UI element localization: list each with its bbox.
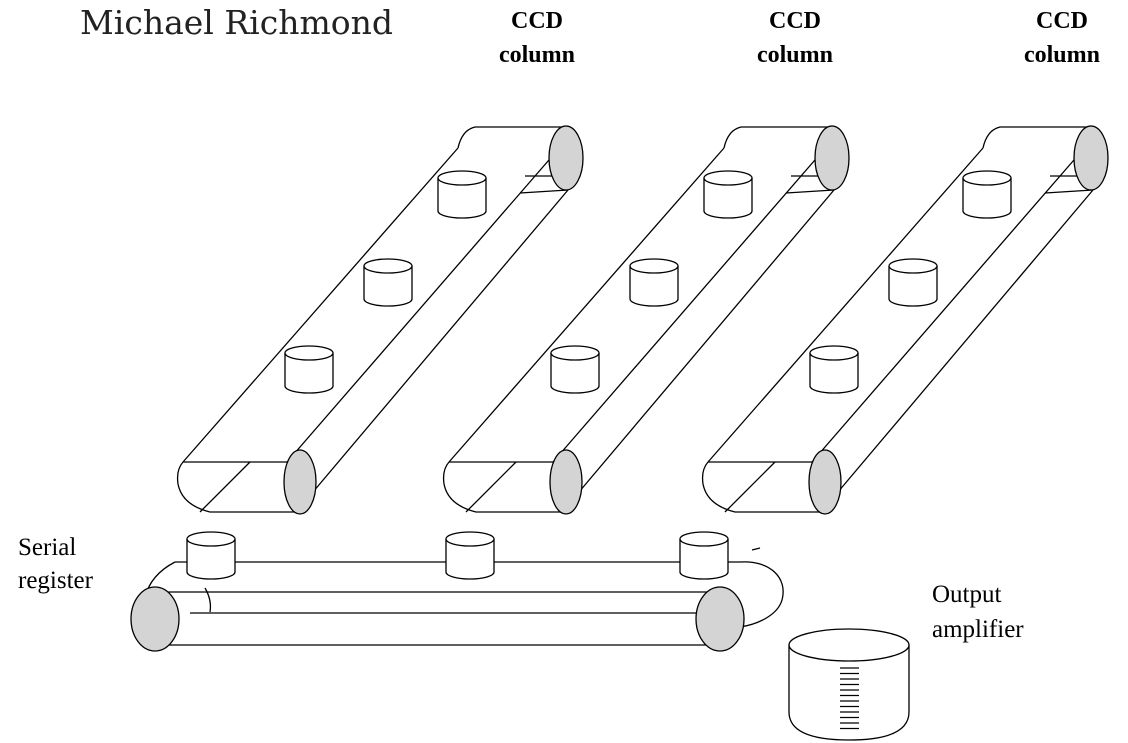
svg-text:Serial: Serial xyxy=(18,534,76,561)
pixel-well xyxy=(284,345,334,394)
ccd-column-label-1: CCD column xyxy=(499,8,575,68)
svg-text:register: register xyxy=(18,567,94,594)
serial-well xyxy=(445,531,495,580)
output-amplifier-label: Output amplifier xyxy=(932,581,1024,643)
pixel-well xyxy=(703,170,753,219)
output-amplifier xyxy=(788,628,910,741)
ccd-column-belt-3 xyxy=(701,125,1109,515)
svg-text:column: column xyxy=(499,42,575,68)
serial-roller-right xyxy=(695,586,745,652)
svg-text:amplifier: amplifier xyxy=(932,616,1024,643)
pixel-well xyxy=(809,345,859,394)
serial-roller-left xyxy=(130,586,180,652)
svg-text:column: column xyxy=(1024,42,1100,68)
pixel-well xyxy=(629,258,679,307)
ccd-column-label-3: CCD column xyxy=(1024,8,1100,68)
svg-text:CCD: CCD xyxy=(1036,8,1088,34)
pixel-well xyxy=(363,258,413,307)
svg-text:Output: Output xyxy=(932,581,1002,608)
author-credit: Michael Richmond xyxy=(80,3,393,42)
serial-well xyxy=(679,531,729,580)
ccd-column-belt-1 xyxy=(176,125,584,515)
serial-register-belt xyxy=(130,531,784,652)
serial-register-label: Serial register xyxy=(18,534,94,594)
pixel-well xyxy=(437,170,487,219)
amplifier-scale-marks xyxy=(840,667,859,730)
serial-well xyxy=(186,531,236,580)
pixel-well xyxy=(962,170,1012,219)
ccd-column-label-2: CCD column xyxy=(757,8,833,68)
svg-text:column: column xyxy=(757,42,833,68)
ccd-column-belt-2 xyxy=(442,125,850,515)
pixel-well xyxy=(888,258,938,307)
pixel-well xyxy=(550,345,600,394)
svg-text:CCD: CCD xyxy=(769,8,821,34)
svg-text:CCD: CCD xyxy=(511,8,563,34)
